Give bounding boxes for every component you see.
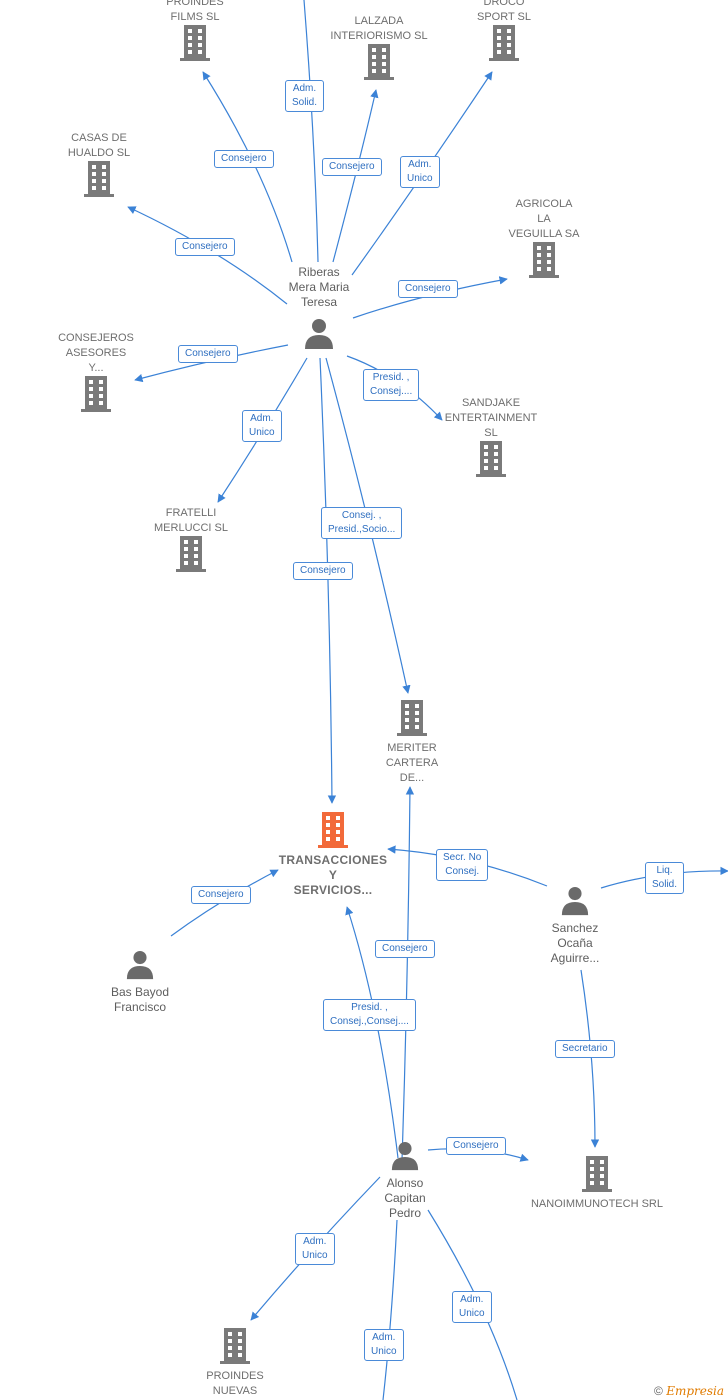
person-icon [561, 886, 589, 916]
company-label: FRATELLI MERLUCCI SL [154, 507, 228, 534]
edge-label-consejero-lalzada: Consejero [322, 158, 382, 176]
company-droco[interactable]: DROCO SPORT SL [458, 0, 550, 66]
edge-label-presid-alonso: Presid. , Consej.,Consej.... [323, 999, 416, 1031]
company-proindes-films[interactable]: PROINDES FILMS SL [150, 0, 240, 66]
building-icon [489, 25, 519, 61]
company-label: DROCO SPORT SL [476, 0, 531, 23]
company-meriter[interactable]: MERITER CARTERA DE... [372, 700, 452, 786]
person-label: Bas Bayod Francisco [110, 985, 170, 1014]
company-label: AGRICOLA LA VEGUILLA SA [508, 198, 580, 240]
person-alonso[interactable]: Alonso Capitan Pedro [360, 1141, 450, 1221]
company-lalzada[interactable]: LALZADA INTERIORISMO SL [316, 14, 442, 85]
building-icon [180, 25, 210, 61]
company-label: MERITER CARTERA DE... [385, 742, 439, 784]
company-fratelli[interactable]: FRATELLI MERLUCCI SL [141, 506, 241, 577]
edge-label-adm-unico-fratelli: Adm. Unico [242, 410, 282, 442]
copyright-symbol: © [654, 1384, 663, 1398]
company-proindes-nuevas[interactable]: PROINDES NUEVAS [190, 1328, 280, 1399]
person-bas-bayod[interactable]: Bas Bayod Francisco [95, 950, 185, 1015]
edge-label-consejero-casas: Consejero [175, 238, 235, 256]
company-label: TRANSACCIONES Y SERVICIOS... [278, 853, 388, 897]
building-icon [529, 242, 559, 278]
edge-label-consejero-nano: Consejero [446, 1137, 506, 1155]
company-consejeros-asesores[interactable]: CONSEJEROS ASESORES Y... [46, 331, 146, 417]
person-icon [305, 319, 333, 349]
company-transacciones[interactable]: TRANSACCIONES Y SERVICIOS... [268, 812, 398, 898]
company-label: CONSEJEROS ASESORES Y... [58, 332, 134, 374]
building-icon [220, 1328, 250, 1364]
edge-label-consejero-bas: Consejero [191, 886, 251, 904]
person-icon [126, 950, 154, 980]
company-label: CASAS DE HUALDO SL [67, 132, 131, 159]
edge-label-secretario: Secretario [555, 1040, 615, 1058]
edge-riberas-proindes [202, 71, 293, 263]
company-label: NANOIMMUNOTECH SRL [530, 1198, 663, 1210]
company-casas-hualdo[interactable]: CASAS DE HUALDO SL [54, 131, 144, 202]
edge-label-adm-unico-bottom2: Adm. Unico [452, 1291, 492, 1323]
edge-riberas-top [303, 0, 319, 263]
building-icon [582, 1156, 612, 1192]
edge-label-liq-solid: Liq. Solid. [645, 862, 685, 894]
edge-label-consejero-proindes: Consejero [214, 150, 274, 168]
edge-label-consejero-consejeros: Consejero [178, 345, 238, 363]
person-label: Alonso Capitan Pedro [384, 1176, 426, 1220]
company-label: PROINDES FILMS SL [166, 0, 224, 23]
building-icon [176, 536, 206, 572]
building-icon [364, 44, 394, 80]
company-label: LALZADA INTERIORISMO SL [330, 15, 428, 42]
edge-sanchez-nano [580, 969, 600, 1148]
company-label: SANDJAKE ENTERTAINMENT SL [444, 397, 538, 439]
building-icon [84, 161, 114, 197]
building-icon-highlighted [318, 812, 348, 848]
person-label: Riberas Mera Maria Teresa [288, 265, 350, 309]
building-icon [397, 700, 427, 736]
company-agricola[interactable]: AGRICOLA LA VEGUILLA SA [499, 197, 589, 283]
edge-label-adm-unico-bottom1: Adm. Unico [364, 1329, 404, 1361]
edge-label-adm-solid: Adm. Solid. [285, 80, 325, 112]
edge-label-consejero-meriter-alonso: Consejero [375, 940, 435, 958]
edge-label-consejero-agricola: Consejero [398, 280, 458, 298]
edge-label-secr-no-consej: Secr. No Consej. [436, 849, 489, 881]
edge-riberas-trans [319, 357, 337, 804]
edge-label-presid-sandjake: Presid. , Consej.... [363, 369, 420, 401]
person-icon [391, 1141, 419, 1171]
edge-label-adm-unico-proindes-nuevas: Adm. Unico [295, 1233, 335, 1265]
company-nanoimmunotech[interactable]: NANOIMMUNOTECH SRL [522, 1156, 672, 1212]
edge-alonso-bottom1 [382, 1219, 398, 1400]
edge-label-consejero-trans: Consejero [293, 562, 353, 580]
edge-alonso-meriter [401, 786, 415, 1161]
person-label: Sanchez Ocaña Aguirre... [550, 921, 600, 965]
company-label: PROINDES NUEVAS [206, 1370, 264, 1397]
edge-label-adm-unico-droco: Adm. Unico [400, 156, 440, 188]
edge-riberas-lalzada [332, 89, 379, 263]
building-icon [476, 441, 506, 477]
edge-label-consej-meriter: Consej. , Presid.,Socio... [321, 507, 403, 539]
person-riberas[interactable]: Riberas Mera Maria Teresa [274, 265, 364, 355]
company-sandjake[interactable]: SANDJAKE ENTERTAINMENT SL [436, 396, 546, 482]
person-sanchez[interactable]: Sanchez Ocaña Aguirre... [530, 886, 620, 966]
brand-logo: Empresia [666, 1384, 724, 1398]
building-icon [81, 376, 111, 412]
footer-brand[interactable]: © Empresia [654, 1384, 724, 1398]
